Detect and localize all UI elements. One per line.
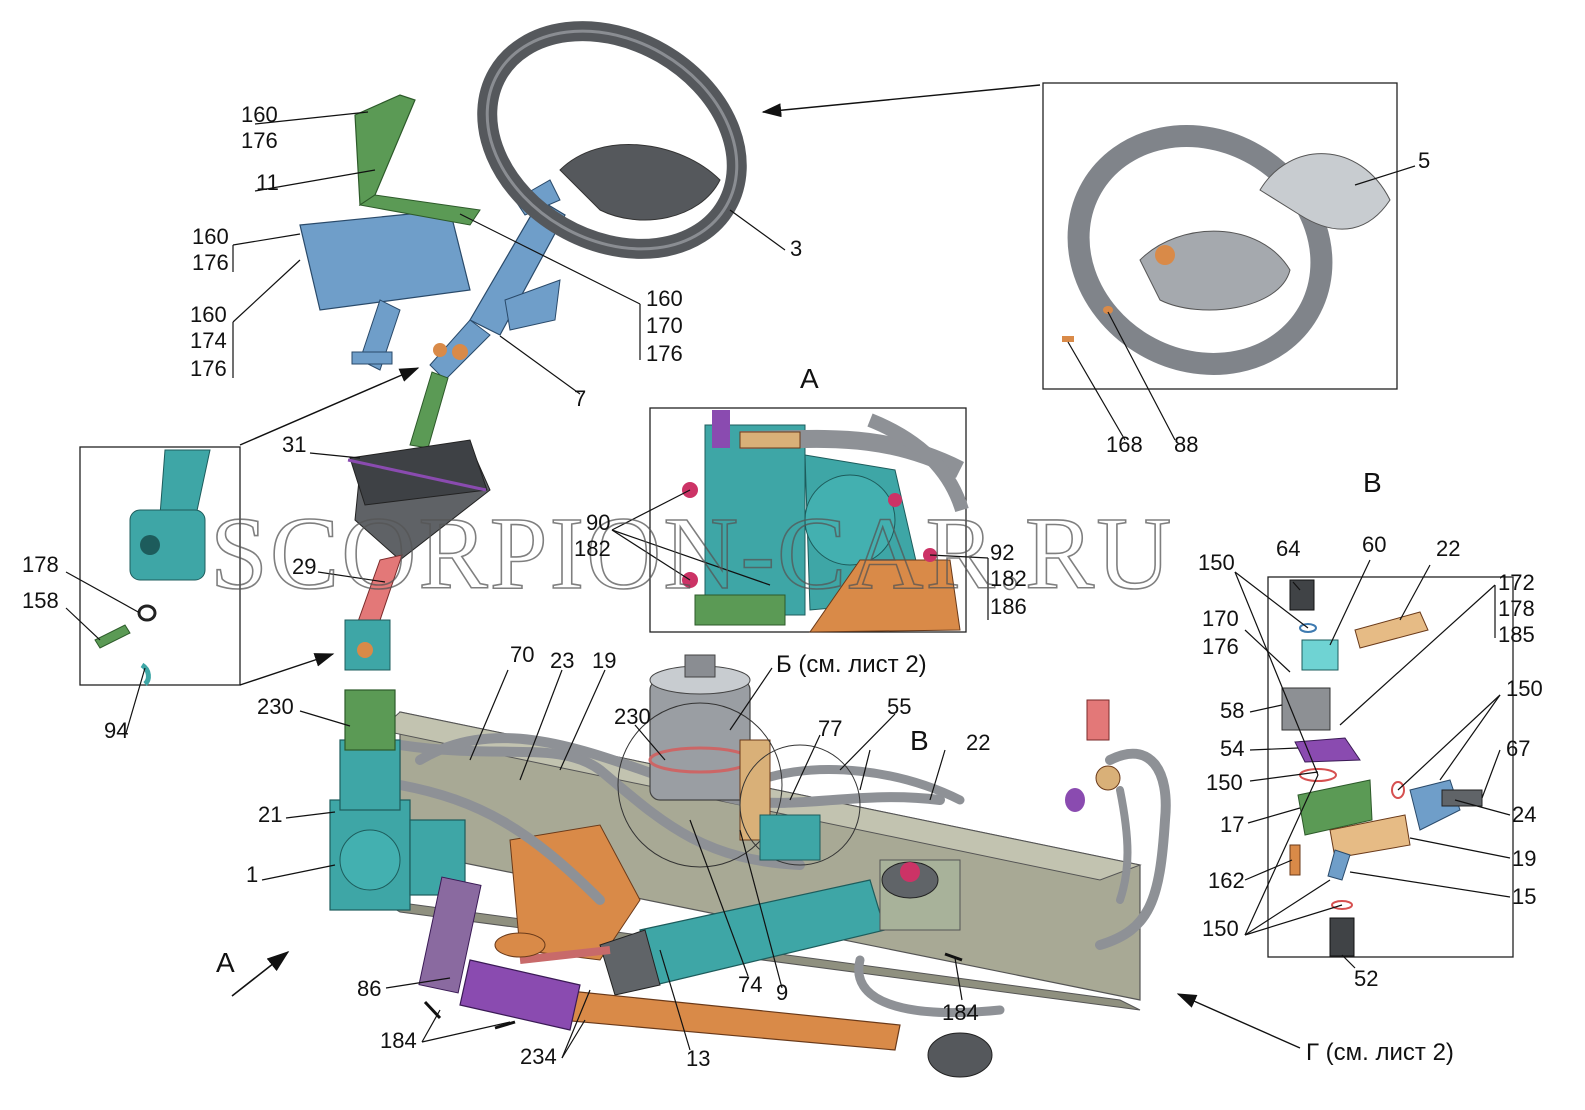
callout-184: 184 — [942, 1000, 979, 1025]
callout-160: 160 — [646, 286, 683, 311]
callout-74: 74 — [738, 972, 762, 997]
callout-24: 24 — [1512, 802, 1536, 827]
callout-5: 5 — [1418, 148, 1430, 173]
callout-182: 182 — [574, 536, 611, 561]
callout-184: 184 — [380, 1028, 417, 1053]
view-note-b: Б (см. лист 2) — [776, 651, 927, 678]
callout-176: 176 — [192, 250, 229, 275]
callout-174: 174 — [190, 328, 227, 353]
callouts: 160 176 11 160 176 160 174 176 3 160 170… — [22, 102, 1543, 1071]
callout-19: 19 — [1512, 846, 1536, 871]
valve-block — [759, 814, 961, 931]
leader-lines — [65, 111, 1511, 1059]
lower-cardan — [344, 619, 391, 671]
callout-22: 22 — [1436, 536, 1460, 561]
callout-150: 150 — [1206, 770, 1243, 795]
callout-11: 11 — [256, 170, 279, 195]
power-cylinder — [519, 879, 886, 996]
callout-186: 186 — [990, 594, 1027, 619]
callout-9: 9 — [776, 980, 788, 1005]
callout-54: 54 — [1220, 736, 1244, 761]
view-label-v: В — [1363, 467, 1382, 498]
watermark: SCORPION-CAR.RU — [210, 496, 1173, 611]
callout-94: 94 — [104, 718, 128, 743]
callout-160: 160 — [190, 302, 227, 327]
callout-70: 70 — [510, 642, 534, 667]
callout-17: 17 — [1220, 812, 1244, 837]
callout-162: 162 — [1208, 868, 1245, 893]
view-arrows — [231, 84, 1301, 1049]
callout-92: 92 — [990, 540, 1014, 565]
detail-circle-v — [739, 744, 861, 866]
callout-176: 176 — [190, 356, 227, 381]
inset-steering-wheel — [1062, 125, 1391, 375]
bracket-11 — [354, 94, 481, 226]
view-label-a: А — [800, 363, 819, 394]
inset-view-a — [682, 410, 969, 633]
callout-160: 160 — [192, 224, 229, 249]
callout-22: 22 — [966, 730, 990, 755]
detail-circle-b — [617, 702, 783, 868]
callout-160: 160 — [241, 102, 278, 127]
callout-60: 60 — [1362, 532, 1386, 557]
callout-150: 150 — [1202, 916, 1239, 941]
callout-182: 182 — [990, 566, 1027, 591]
callout-23: 23 — [550, 648, 574, 673]
callout-170: 170 — [1202, 606, 1239, 631]
rubber-boot — [347, 439, 491, 636]
callout-230: 230 — [257, 694, 294, 719]
inset-view-v — [1281, 579, 1483, 957]
callout-176: 176 — [646, 341, 683, 366]
orange-bracket — [509, 824, 641, 961]
callout-86: 86 — [357, 976, 381, 1001]
callout-88: 88 — [1174, 432, 1198, 457]
callout-55: 55 — [887, 694, 911, 719]
callout-178: 178 — [1498, 596, 1535, 621]
view-arrow-a-label: А — [216, 947, 235, 978]
callout-29: 29 — [292, 554, 316, 579]
callout-31: 31 — [282, 432, 306, 457]
callout-168: 168 — [1106, 432, 1143, 457]
callout-150: 150 — [1198, 550, 1235, 575]
callout-230: 230 — [614, 704, 651, 729]
callout-176: 176 — [1202, 634, 1239, 659]
callout-7: 7 — [574, 386, 586, 411]
callout-13: 13 — [686, 1046, 710, 1071]
callout-176: 176 — [241, 128, 278, 153]
callout-185: 185 — [1498, 622, 1535, 647]
view-note-g: Г (см. лист 2) — [1306, 1039, 1454, 1066]
callout-1: 1 — [246, 862, 258, 887]
callout-170: 170 — [646, 313, 683, 338]
callout-52: 52 — [1354, 966, 1378, 991]
callout-77: 77 — [818, 716, 842, 741]
callout-178: 178 — [22, 552, 59, 577]
callout-172: 172 — [1498, 570, 1535, 595]
steering-wheel — [477, 21, 747, 259]
callout-64: 64 — [1276, 536, 1300, 561]
callout-19: 19 — [592, 648, 616, 673]
callout-3: 3 — [790, 236, 802, 261]
steering-gear — [329, 689, 466, 911]
callout-158: 158 — [22, 588, 59, 613]
pressure-pipe — [1065, 699, 1121, 812]
view-label-v-main: В — [910, 725, 929, 756]
callout-150: 150 — [1506, 676, 1543, 701]
pedal-bracket — [299, 209, 471, 371]
callout-234: 234 — [520, 1044, 557, 1069]
inset-cardan — [94, 449, 211, 686]
callout-15: 15 — [1512, 884, 1536, 909]
callout-21: 21 — [258, 802, 282, 827]
callout-67: 67 — [1506, 736, 1530, 761]
callout-58: 58 — [1220, 698, 1244, 723]
callout-90: 90 — [586, 510, 610, 535]
tie-rod — [418, 876, 993, 1078]
